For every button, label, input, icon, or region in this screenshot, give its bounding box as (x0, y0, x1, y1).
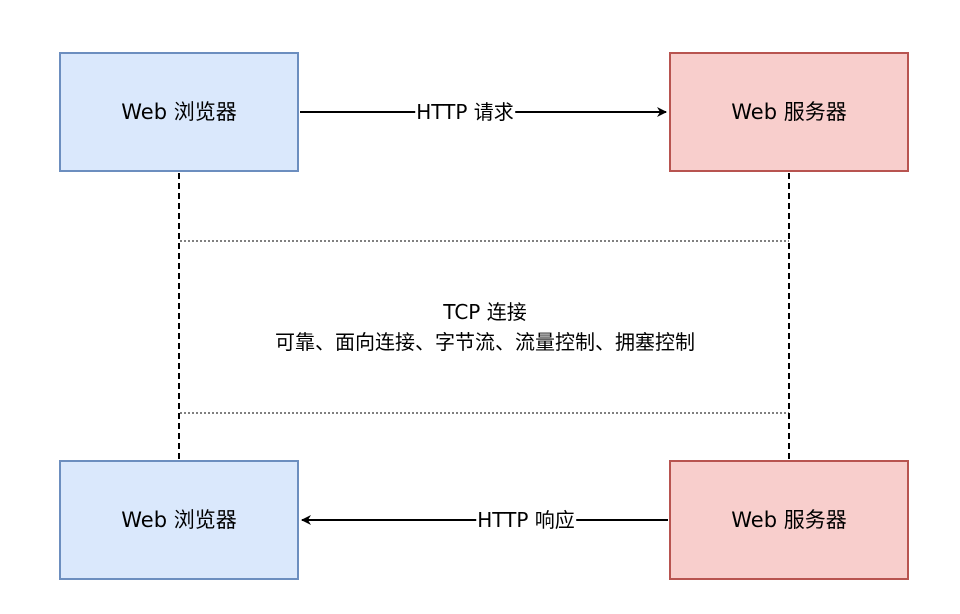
web-server-label: Web 服务器 (731, 507, 847, 532)
web-browser-node-bottom: Web 浏览器 (59, 460, 299, 580)
tcp-connection-title: TCP 连接 (443, 300, 527, 324)
web-browser-label: Web 浏览器 (121, 507, 237, 532)
web-server-label: Web 服务器 (731, 99, 847, 124)
web-server-node-bottom: Web 服务器 (669, 460, 909, 580)
http-request-label: HTTP 请求 (415, 100, 515, 124)
tcp-connection-features: 可靠、面向连接、字节流、流量控制、拥塞控制 (275, 330, 695, 354)
web-browser-node-top: Web 浏览器 (59, 52, 299, 172)
web-browser-label: Web 浏览器 (121, 99, 237, 124)
web-server-node-top: Web 服务器 (669, 52, 909, 172)
tcp-connection-region: TCP 连接 可靠、面向连接、字节流、流量控制、拥塞控制 (180, 241, 790, 413)
http-response-label: HTTP 响应 (476, 508, 576, 532)
